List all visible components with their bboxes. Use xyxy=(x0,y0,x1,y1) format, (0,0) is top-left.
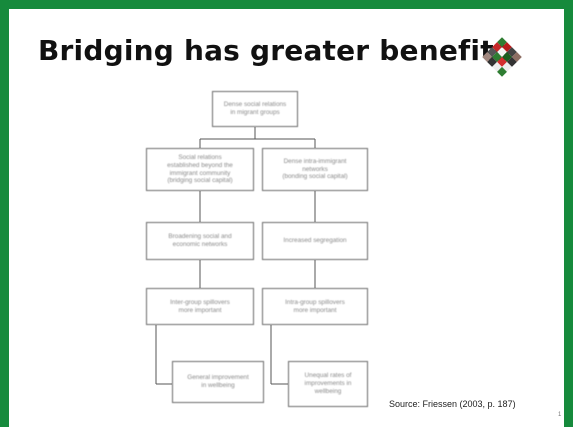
box-general-improvement: General improvement in wellbeing xyxy=(172,361,264,403)
box-bridging-social-capital: Social relations established beyond the … xyxy=(146,148,254,191)
patchwork-quilt-logo-icon xyxy=(482,37,522,77)
box-bonding-social-capital: Dense intra-immigrant networks (bonding … xyxy=(262,148,368,191)
box-broadening-networks: Broadening social and economic networks xyxy=(146,222,254,260)
slide xyxy=(9,9,564,427)
slide-number: 1 xyxy=(558,412,562,418)
diagram-connectors xyxy=(155,127,316,385)
source-citation: Source: Friessen (2003, p. 187) xyxy=(389,399,516,409)
box-increased-segregation: Increased segregation xyxy=(262,222,368,260)
box-inter-group-spillovers: Inter-group spillovers more important xyxy=(146,288,254,325)
box-unequal-improvements: Unequal rates of improvements in wellbei… xyxy=(288,361,368,407)
box-dense-social-relations: Dense social relations in migrant groups xyxy=(212,91,298,127)
box-intra-group-spillovers: Intra-group spillovers more important xyxy=(262,288,368,325)
flow-diagram: Dense social relations in migrant groups… xyxy=(140,88,370,413)
slide-title: Bridging has greater benefits xyxy=(38,34,511,67)
